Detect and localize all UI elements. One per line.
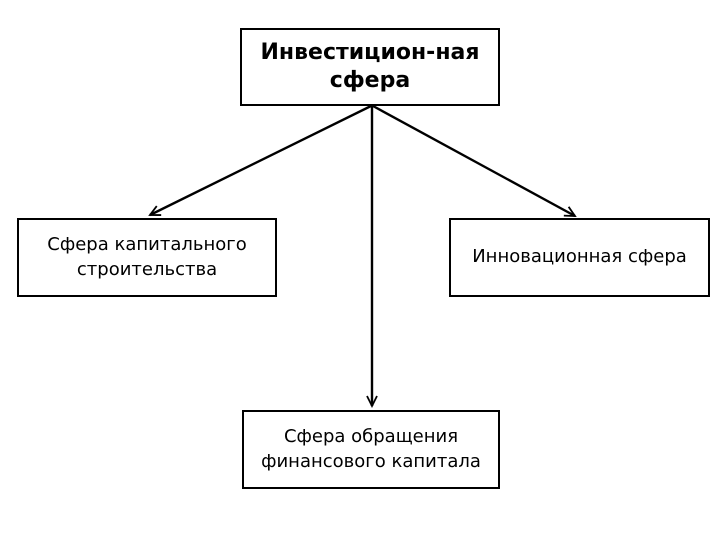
node-investment-sphere: Инвестицион-ная сфера [240,28,500,106]
node-capital-construction-sphere-label: Сфера капитального строительства [47,234,247,280]
node-financial-capital-sphere-label: Сфера обращения финансового капитала [261,426,481,472]
node-innovation-sphere: Инновационная сфера [449,218,710,297]
node-financial-capital-sphere: Сфера обращения финансового капитала [242,410,500,489]
arrow-root-to-capital-construction [148,104,372,217]
node-innovation-sphere-label: Инновационная сфера [472,246,687,268]
arrow-root-to-innovation [372,104,577,218]
node-capital-construction-sphere: Сфера капитального строительства [17,218,277,297]
node-investment-sphere-label: Инвестицион-ная сфера [260,40,480,93]
